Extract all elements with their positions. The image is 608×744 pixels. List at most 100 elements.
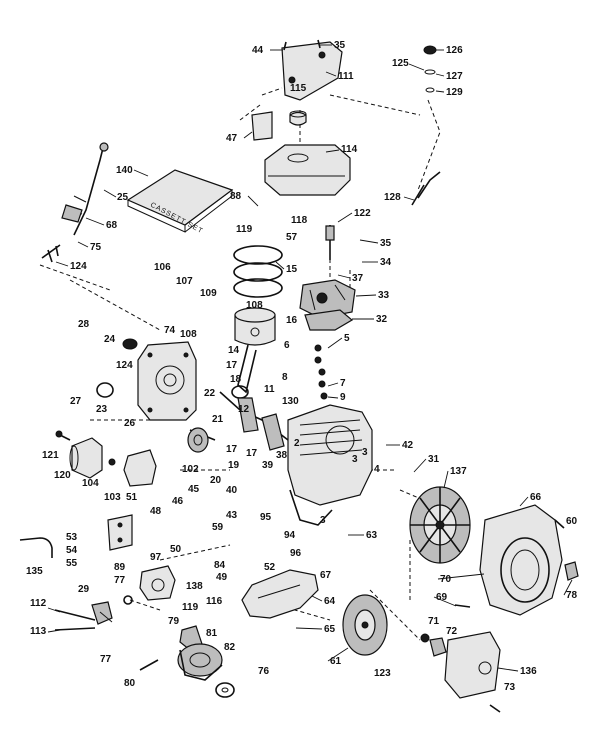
callout-label: 49 <box>216 572 228 583</box>
part-spark-plug <box>325 225 335 260</box>
callout-label: 35 <box>334 40 346 51</box>
leader-lines <box>47 44 573 672</box>
callout-label: 2 <box>294 438 300 449</box>
callout-label: 108 <box>246 300 263 311</box>
callout-label: 74 <box>164 325 176 336</box>
callout-label: 118 <box>291 215 308 226</box>
callout-label: 95 <box>260 512 272 523</box>
callout-label: 17 <box>246 448 258 459</box>
callout-label: 103 <box>104 492 121 503</box>
callout-label: 111 <box>338 71 354 82</box>
callout-label: 19 <box>228 460 240 471</box>
callout-label: 34 <box>380 257 392 268</box>
callouts: 44 35 111 126 125 127 129 115 47 114 140… <box>26 40 578 693</box>
callout-label: 112 <box>30 598 47 609</box>
part-nut-71-72 <box>420 633 447 657</box>
callout-label: 126 <box>446 45 463 56</box>
callout-label: 124 <box>116 360 133 371</box>
part-piston <box>234 307 276 346</box>
callout-label: 51 <box>126 492 138 503</box>
part-bracket-53 <box>107 514 133 551</box>
callout-label: 53 <box>66 532 78 543</box>
callout-label: 96 <box>290 548 302 559</box>
callout-label: 40 <box>226 485 238 496</box>
callout-label: 75 <box>90 242 102 253</box>
part-screw-73 <box>489 704 501 713</box>
callout-label: 44 <box>252 45 264 56</box>
callout-label: 106 <box>154 262 171 273</box>
callout-label: 67 <box>320 570 332 581</box>
callout-label: 77 <box>100 654 112 665</box>
part-seal-24 <box>122 338 138 350</box>
part-bracket-47 <box>251 111 273 141</box>
part-flywheel-61 <box>342 594 388 656</box>
callout-label: 97 <box>150 552 162 563</box>
part-blower-housing-70 <box>479 504 563 616</box>
callout-label: 119 <box>236 224 253 235</box>
callout-label: 129 <box>446 87 463 98</box>
part-bolts-right-column <box>314 344 328 400</box>
part-bracket-136 <box>444 631 501 699</box>
callout-label: 22 <box>204 388 216 399</box>
part-rod-25 <box>61 142 109 236</box>
callout-label: 80 <box>124 678 136 689</box>
part-gear-21 <box>187 427 209 453</box>
callout-label: 4 <box>374 464 380 475</box>
callout-label: 125 <box>392 58 409 69</box>
callout-label: 21 <box>212 414 224 425</box>
callout-label: 3 <box>320 515 326 526</box>
callout-label: 24 <box>104 334 116 345</box>
callout-label: 135 <box>26 566 43 577</box>
callout-label: 71 <box>428 616 440 627</box>
callout-label: 140 <box>116 165 133 176</box>
callout-label: 16 <box>286 315 298 326</box>
callout-label: 3 <box>352 454 358 465</box>
callout-label: 138 <box>186 581 203 592</box>
callout-label: 6 <box>284 340 290 351</box>
part-clutch-drum-120 <box>69 437 103 479</box>
callout-label: 25 <box>117 192 129 203</box>
callout-label: 15 <box>286 264 298 275</box>
part-screw-80 <box>139 659 159 671</box>
callout-label: 102 <box>182 464 199 475</box>
callout-label: 11 <box>264 384 275 395</box>
callout-label: 46 <box>172 496 184 507</box>
callout-label: 123 <box>374 668 391 679</box>
callout-label: 89 <box>114 562 126 573</box>
callout-label: 45 <box>188 484 200 495</box>
callout-label: 47 <box>226 133 238 144</box>
part-lever-112-113 <box>54 601 113 631</box>
callout-label: 43 <box>226 510 238 521</box>
callout-label: 32 <box>376 314 388 325</box>
callout-label: 38 <box>276 450 288 461</box>
part-washer-76 <box>215 682 235 698</box>
callout-label: 57 <box>286 232 298 243</box>
part-fuel-cap <box>289 110 307 126</box>
part-crankshaft <box>189 391 289 451</box>
part-crankcase-side <box>137 341 197 421</box>
callout-label: 104 <box>82 478 99 489</box>
part-cassette-box <box>126 169 234 233</box>
callout-label: 35 <box>380 238 392 249</box>
callout-label: 55 <box>66 558 78 569</box>
part-plug-boot-128 <box>411 171 441 206</box>
callout-label: 109 <box>200 288 217 299</box>
callout-label: 37 <box>352 273 364 284</box>
callout-label: 14 <box>228 345 240 356</box>
callout-label: 82 <box>224 642 236 653</box>
callout-label: 31 <box>428 454 440 465</box>
callout-label: 77 <box>114 575 126 586</box>
part-screw-60 <box>554 519 565 529</box>
callout-label: 63 <box>366 530 378 541</box>
callout-label: 60 <box>566 516 578 527</box>
part-governor-parts <box>123 565 176 605</box>
callout-label: 5 <box>344 333 350 344</box>
callout-label: 113 <box>30 626 47 637</box>
callout-label: 33 <box>378 290 390 301</box>
part-fuel-tank <box>264 144 351 196</box>
part-fuel-tank-bracket <box>281 39 343 101</box>
callout-label: 3 <box>362 447 368 458</box>
callout-label: 7 <box>340 378 346 389</box>
part-cylinder-block <box>287 404 373 526</box>
